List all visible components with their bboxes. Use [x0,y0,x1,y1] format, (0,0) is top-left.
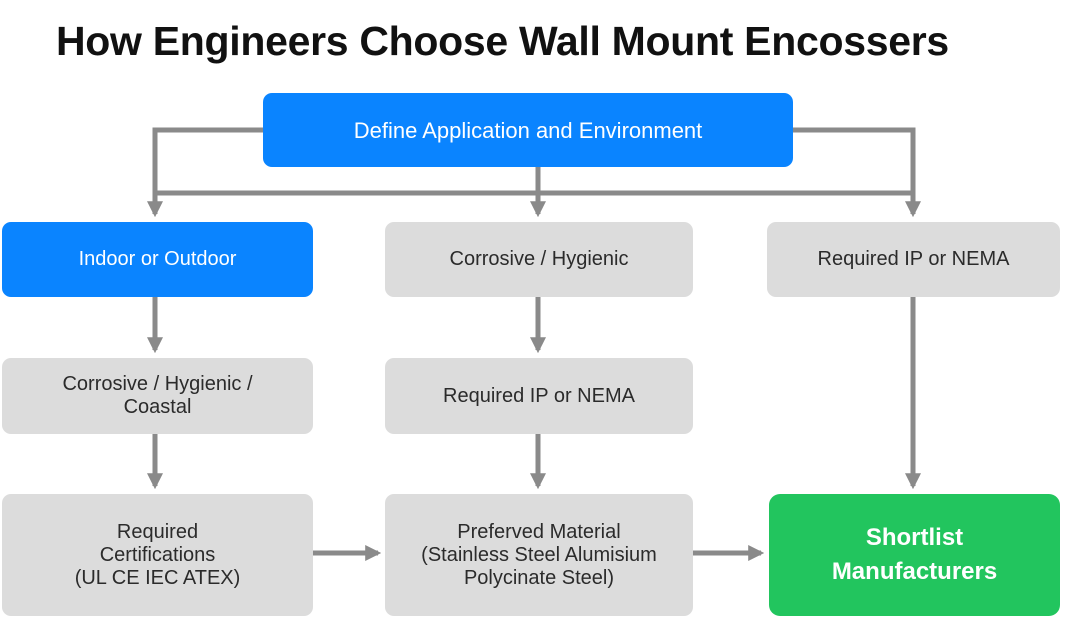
arrow-define-to-ip-nema [793,127,922,218]
node-required-certifications-label: Required Certifications (UL CE IEC ATEX) [74,520,241,589]
node-preferred-material-label: Preferved Material (Stainless Steel Alum… [421,520,657,589]
node-corrosive-hygienic-label: Corrosive / Hygienic [449,248,629,270]
node-indoor-outdoor: Indoor or Outdoor [2,222,313,297]
node-required-ip-nema-mid-label: Required IP or NEMA [443,384,635,407]
node-define-application: Define Application and Environment [263,93,793,167]
node-required-certifications: Required Certifications (UL CE IEC ATEX) [2,494,313,616]
node-shortlist-manufacturers: Shortlist Manufacturers [769,494,1060,616]
arrow-define-to-indoor [146,127,263,218]
node-corrosive-hygienic-coastal-label: Corrosive / Hygienic / Coastal [62,373,253,418]
node-shortlist-manufacturers-label: Shortlist Manufacturers [831,524,998,585]
node-required-ip-nema-top: Required IP or NEMA [767,222,1060,297]
node-corrosive-hygienic-coastal: Corrosive / Hygienic / Coastal [2,358,313,434]
node-required-ip-nema-top-label: Required IP or NEMA [817,248,1010,270]
page-title: How Engineers Choose Wall Mount Encosser… [56,18,949,64]
node-define-application-label: Define Application and Environment [353,117,703,143]
node-corrosive-hygienic: Corrosive / Hygienic [385,222,693,297]
node-required-ip-nema-mid: Required IP or NEMA [385,358,693,434]
node-indoor-outdoor-label: Indoor or Outdoor [78,248,237,270]
node-preferred-material: Preferved Material (Stainless Steel Alum… [385,494,693,616]
